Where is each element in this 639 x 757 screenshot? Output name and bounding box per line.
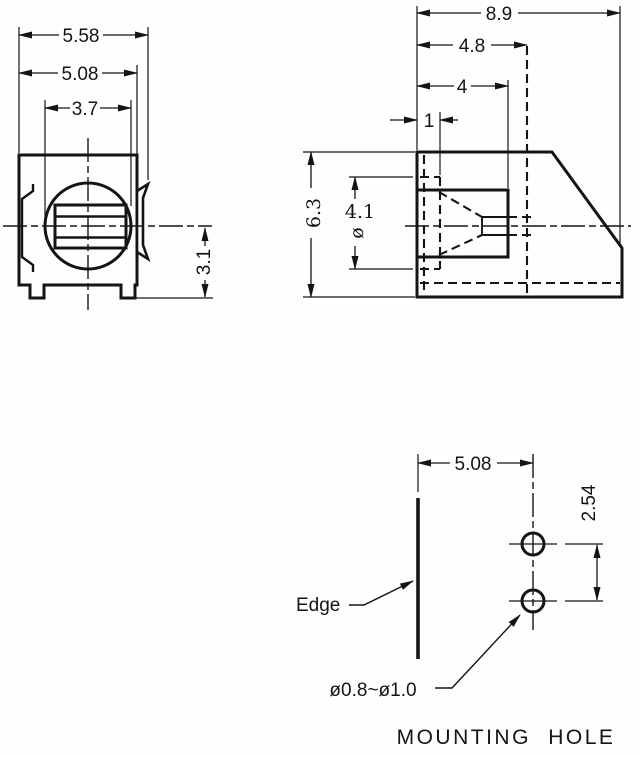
front-dim-lens-diameter-text: 3.7 xyxy=(72,99,98,120)
side-extension-lines xyxy=(303,6,621,298)
side-dim-hidden-depth-text: 4.8 xyxy=(459,36,485,57)
hole-diameter-label: ø0.8~ø1.0 xyxy=(329,680,416,701)
side-dim-overall-depth-text: 8.9 xyxy=(486,4,512,25)
side-dim-front-block-depth: 4 xyxy=(416,77,509,98)
side-dim-bore-depth-text: 1 xyxy=(424,111,435,132)
front-dim-lens-diameter: 3.7 xyxy=(44,99,132,120)
front-extension-lines xyxy=(18,27,213,299)
front-dim-body-width-text: 5.08 xyxy=(62,64,99,85)
front-dim-centerline-to-base-text: 3.1 xyxy=(194,249,215,275)
side-body-outline xyxy=(415,150,624,299)
side-dim-bore-diameter-value: 4.1 xyxy=(345,201,375,223)
side-reflector-cavity xyxy=(481,216,508,236)
edge-leader-arrow xyxy=(349,580,414,606)
front-view: 5.58 5.08 3.7 3.1 xyxy=(3,26,215,310)
mounting-hole-view: 5.08 2.54 Edge ø0.8~ø1.0 MOUNTING HOLE xyxy=(296,454,616,749)
side-dim-overall-depth: 8.9 xyxy=(416,4,621,25)
hole-diameter-leader-arrow xyxy=(435,614,521,689)
side-dim-height-text: 6.3 xyxy=(303,198,325,228)
side-dim-height: 6.3 xyxy=(303,151,325,298)
front-dim-overall-width: 5.58 xyxy=(18,26,149,47)
hole-diameter-callout: ø0.8~ø1.0 xyxy=(329,614,521,701)
mounting-hole-bottom xyxy=(520,588,546,614)
side-dim-hidden-depth: 4.8 xyxy=(416,36,528,57)
side-inner-block xyxy=(415,188,510,259)
side-view: 8.9 4.8 4 1 6.3 4.1 xyxy=(303,4,631,299)
front-dim-overall-width-text: 5.58 xyxy=(63,26,100,47)
edge-callout: Edge xyxy=(296,580,414,616)
mount-dim-hole-pitch: 2.54 xyxy=(579,484,601,601)
side-dim-bore-depth: 1 xyxy=(390,111,458,132)
edge-label: Edge xyxy=(296,595,340,616)
side-dim-bore-diameter: 4.1 ø xyxy=(345,176,375,270)
side-dim-bore-diameter-symbol: ø xyxy=(346,227,368,238)
front-right-rib xyxy=(135,180,151,263)
mounting-view-title: MOUNTING HOLE xyxy=(397,726,616,749)
mounting-hole-top xyxy=(520,531,546,557)
side-hidden-lines xyxy=(420,46,620,295)
mount-dim-edge-to-holes: 5.08 xyxy=(417,454,534,492)
front-dim-centerline-to-base: 3.1 xyxy=(194,227,215,298)
front-dim-body-width: 5.08 xyxy=(18,64,138,85)
front-left-notch xyxy=(20,184,35,272)
mount-dim-edge-to-holes-text: 5.08 xyxy=(455,454,492,475)
mount-dim-hole-pitch-text: 2.54 xyxy=(579,484,600,521)
side-dim-front-block-depth-text: 4 xyxy=(457,77,468,98)
